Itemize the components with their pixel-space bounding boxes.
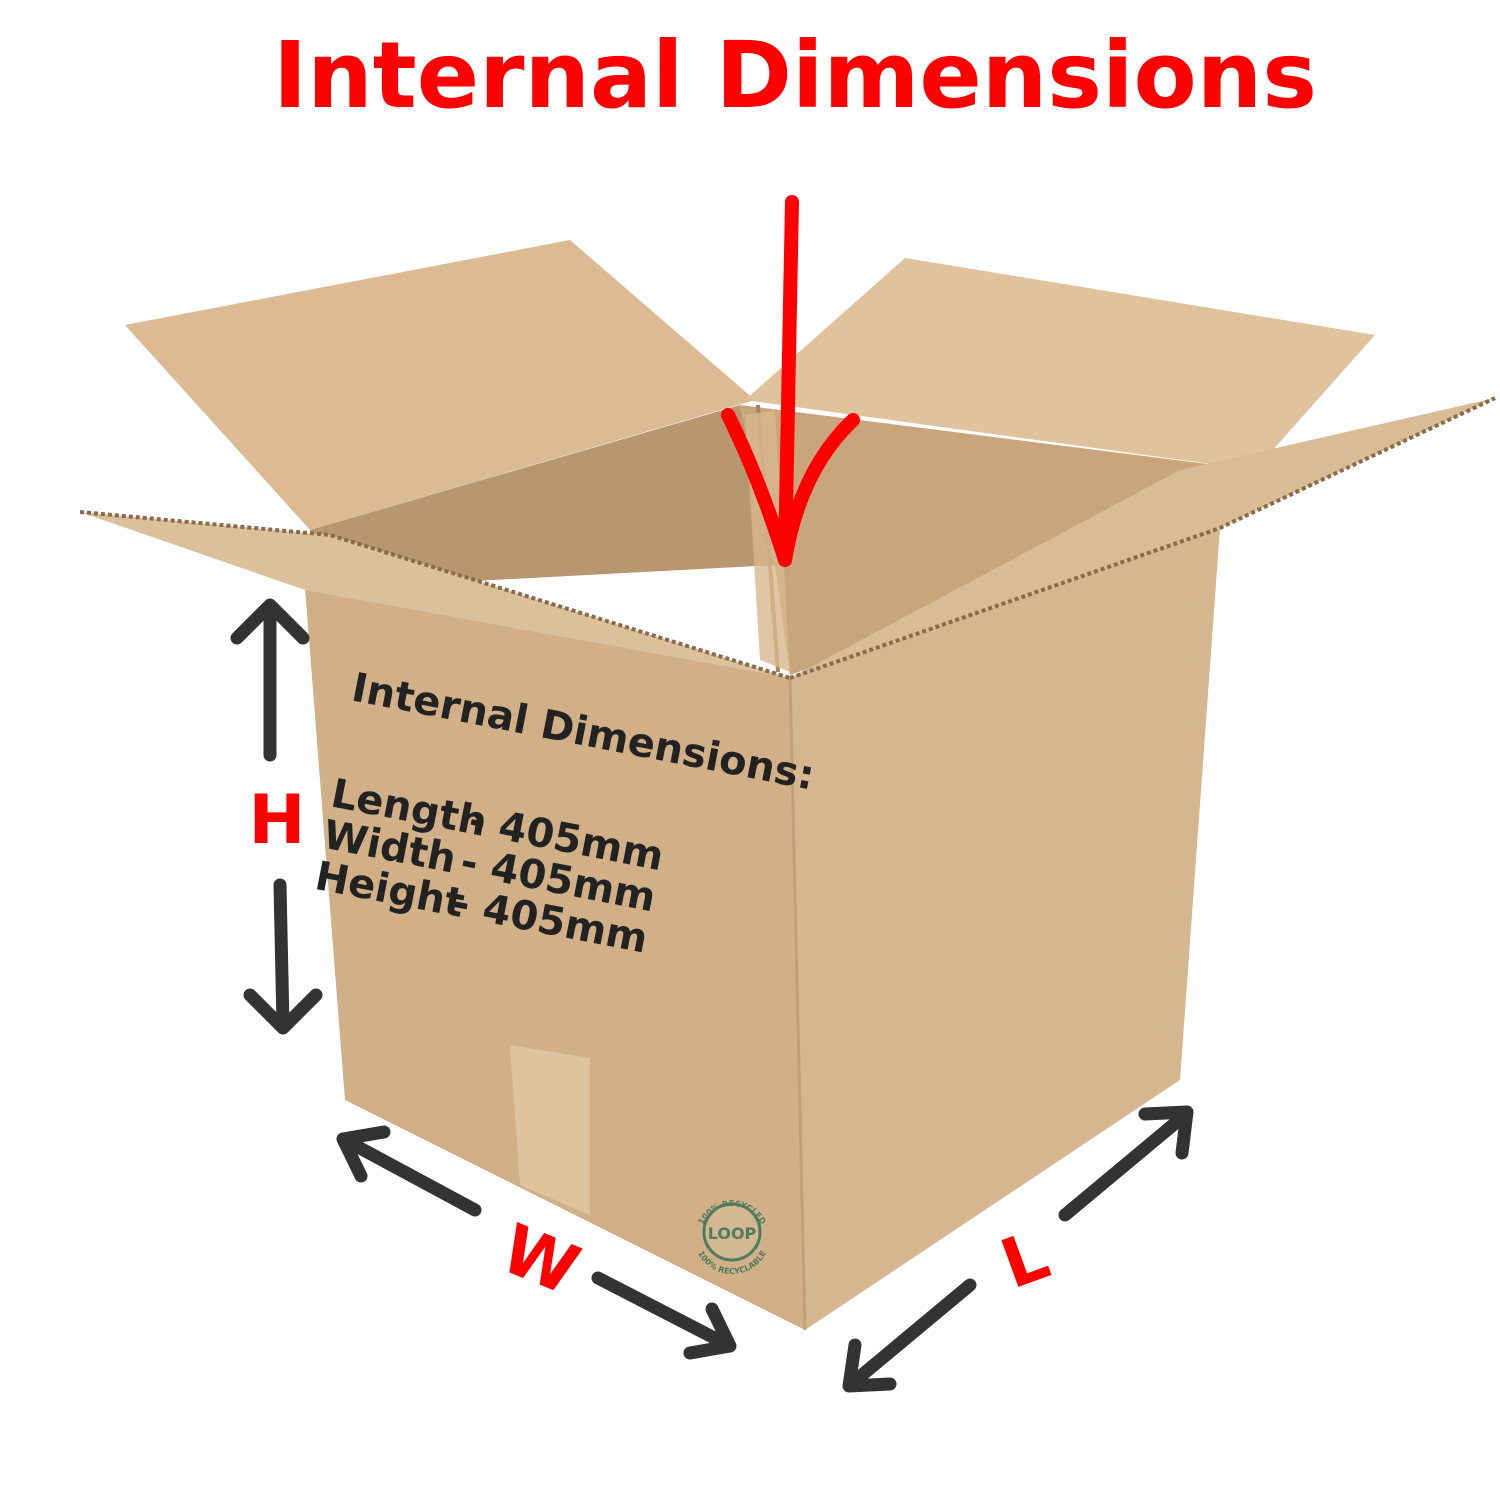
back-right-flap: [745, 258, 1375, 470]
front-right-flap: [790, 398, 1495, 678]
recycle-logo-brand: LOOP: [708, 1224, 757, 1243]
back-left-flap: [125, 240, 755, 530]
box-edge: [788, 677, 807, 1331]
interior-back-wall-left: [305, 405, 775, 590]
length-arrow: [842, 1105, 1194, 1393]
box-front-face: [305, 588, 805, 1330]
tape-strip: [510, 1045, 590, 1215]
height-arrow: [230, 598, 323, 1035]
width-arrow: [336, 1125, 737, 1360]
front-left-flap: [80, 512, 790, 678]
front-right-flap-edge: [789, 396, 1496, 680]
interior-back-wall-right: [740, 405, 1255, 675]
headline: Internal Dimensions: [272, 22, 1318, 129]
width-letter: W: [490, 1210, 589, 1311]
length-letter: L: [991, 1216, 1059, 1305]
red-pointer-arrow: [721, 195, 860, 567]
height-letter: H: [249, 781, 306, 860]
box-side-face: [790, 528, 1220, 1330]
